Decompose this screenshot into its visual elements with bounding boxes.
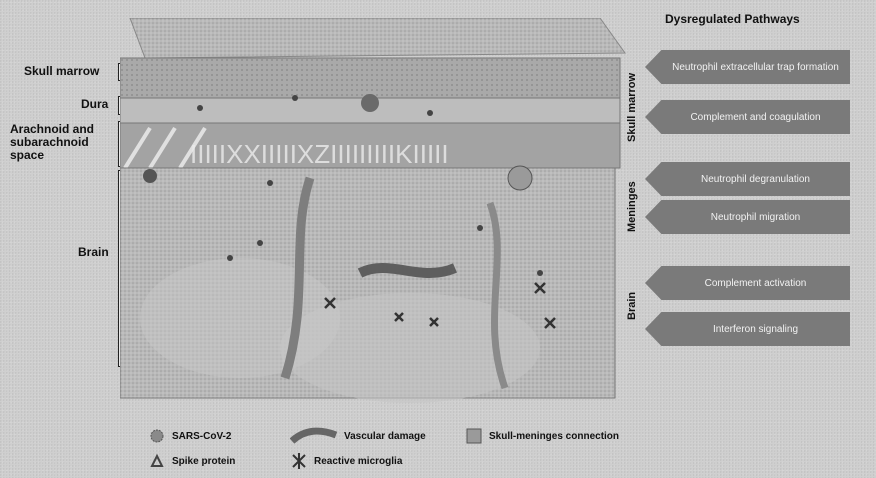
- virus-icon: [148, 427, 166, 445]
- group-label-skull-marrow: Skull marrow: [626, 73, 638, 142]
- pathway-neutrophil-degranulation: Neutrophil degranulation: [645, 162, 850, 196]
- legend-spike-protein: Spike protein: [148, 452, 235, 470]
- pathway-net-formation: Neutrophil extracellular trap formation: [645, 50, 850, 84]
- label-brain: Brain: [78, 246, 109, 259]
- group-label-meninges: Meninges: [626, 181, 638, 232]
- legend-sars-cov-2: SARS-CoV-2: [148, 427, 231, 445]
- group-label-brain: Brain: [626, 292, 638, 320]
- pathway-interferon-signaling: Interferon signaling: [645, 312, 850, 346]
- tissue-block-diagram: IIIIIXXIIIIIXZIIIIIIIIIKIIIII: [120, 18, 630, 413]
- svg-text:IIIIIXXIIIIIXZIIIIIIIIIKIIIII: IIIIIXXIIIIIXZIIIIIIIIIKIIIII: [190, 139, 449, 169]
- microglia-icon: [290, 452, 308, 470]
- label-dura: Dura: [81, 98, 108, 111]
- connection-icon: [465, 427, 483, 445]
- pathway-complement-coagulation: Complement and coagulation: [645, 100, 850, 134]
- label-skull-marrow: Skull marrow: [24, 65, 99, 78]
- label-arachnoid: Arachnoid and subarachnoid space: [10, 123, 110, 162]
- legend-vascular-damage: Vascular damage: [290, 427, 426, 445]
- legend-skull-meninges-connection: Skull-meninges connection: [465, 427, 619, 445]
- pathways-title: Dysregulated Pathways: [665, 12, 800, 26]
- vessel-icon: [290, 427, 338, 445]
- legend-reactive-microglia: Reactive microglia: [290, 452, 402, 470]
- pathway-complement-activation: Complement activation: [645, 266, 850, 300]
- pathway-neutrophil-migration: Neutrophil migration: [645, 200, 850, 234]
- spike-protein-icon: [148, 452, 166, 470]
